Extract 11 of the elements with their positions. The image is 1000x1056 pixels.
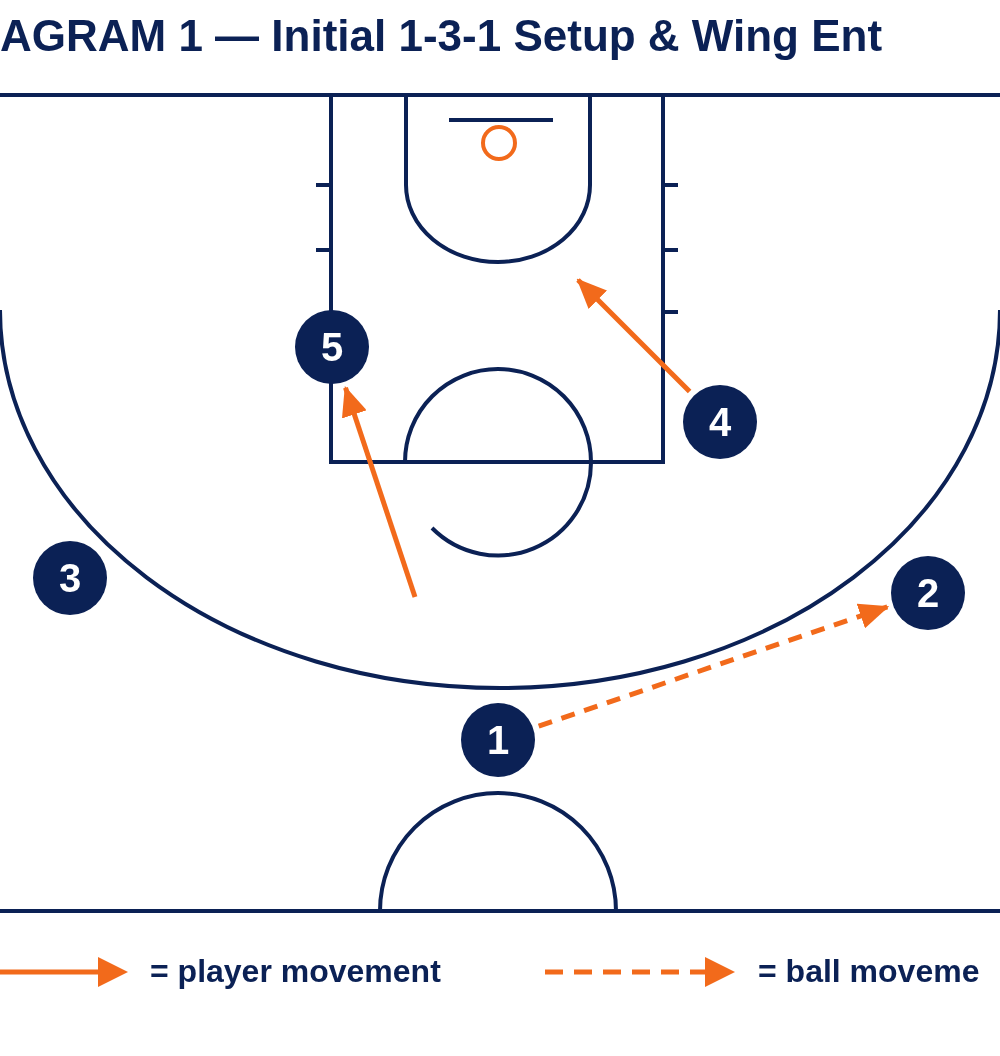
legend-text: = player movement — [150, 953, 441, 990]
player-marker: 3 — [33, 541, 107, 615]
diagram-title: AGRAM 1 — Initial 1-3-1 Setup & Wing Ent — [0, 12, 883, 61]
player-marker: 5 — [295, 310, 369, 384]
legend-text: = ball moveme — [758, 953, 980, 990]
player-marker: 4 — [683, 385, 757, 459]
player-marker: 1 — [461, 703, 535, 777]
movement-arrow — [342, 385, 418, 598]
pass-arrow — [537, 603, 890, 729]
player-marker: 2 — [891, 556, 965, 630]
movement-arrow — [576, 278, 692, 394]
